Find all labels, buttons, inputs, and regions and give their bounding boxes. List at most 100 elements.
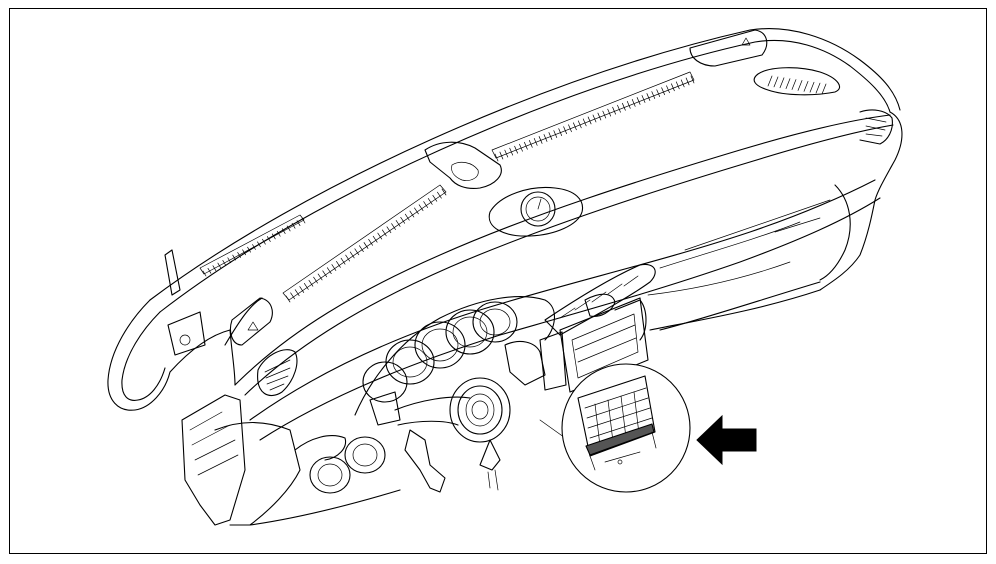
vent-slat: [656, 89, 661, 98]
vent-slat: [281, 228, 286, 234]
vent-slat: [636, 97, 641, 105]
callout-detail-circle: [539, 363, 691, 493]
center-speaker: [424, 141, 502, 189]
vent-slat: [671, 83, 675, 92]
vent-slat: [641, 95, 646, 103]
vent-slat: [797, 80, 803, 91]
steering-column: [369, 340, 546, 493]
vent-slat: [622, 102, 626, 111]
vent-slat: [212, 265, 217, 272]
vent-slat: [791, 79, 797, 90]
vent-slat: [359, 245, 364, 252]
vent-slat: [809, 81, 815, 93]
left-mounting-bracket: [164, 249, 401, 526]
vent-slat: [690, 75, 695, 84]
vent-slat: [437, 191, 442, 199]
vent-slat: [666, 85, 670, 94]
vent-slat: [524, 141, 528, 150]
vent-slat: [294, 289, 300, 297]
vent-slat: [646, 93, 651, 101]
right-speaker: [689, 29, 768, 67]
dashboard-top-surface: [107, 28, 903, 441]
ignition-switch: [294, 435, 386, 494]
vent-slat: [322, 270, 328, 278]
vent-slat: [257, 241, 261, 248]
vent-slat: [675, 81, 680, 90]
vent-slat: [582, 118, 587, 127]
vent-slat: [563, 126, 567, 135]
vent-slat: [404, 213, 410, 221]
left-air-vent: [257, 349, 298, 397]
vent-slat: [499, 151, 504, 160]
vent-slat: [815, 82, 821, 94]
vent-slat: [543, 134, 548, 142]
vent-slat: [336, 261, 341, 268]
vent-slat: [773, 76, 779, 88]
vent-slat: [418, 204, 424, 212]
vent-slat: [271, 233, 276, 240]
vent-slat: [528, 140, 533, 148]
vent-slat: [313, 276, 318, 284]
vent-slat: [587, 116, 592, 125]
vent-slat: [509, 147, 514, 156]
vent-slat: [548, 132, 553, 140]
instrument-cluster: [354, 296, 555, 416]
vent-slat: [340, 257, 346, 265]
vent-slat: [803, 80, 809, 92]
right-air-vent: [753, 67, 893, 145]
vent-slat: [577, 120, 582, 129]
dashboard-clock: [488, 186, 584, 237]
vent-slat: [538, 136, 543, 144]
defrost-vents: [199, 71, 695, 303]
vent-slat: [661, 87, 665, 96]
vent-slat: [391, 223, 396, 230]
vent-slat: [252, 244, 256, 250]
vent-slat: [767, 75, 773, 87]
vent-slat: [494, 153, 499, 162]
vent-slat: [612, 106, 616, 115]
vent-slat: [202, 270, 207, 277]
vent-slat: [395, 220, 401, 227]
vent-slat: [232, 254, 237, 261]
vent-slat: [290, 292, 295, 300]
vent-slat: [427, 198, 433, 205]
vent-slat: [317, 273, 323, 281]
vent-slat: [573, 122, 577, 131]
vent-slat: [242, 249, 246, 256]
vent-slat: [377, 232, 383, 240]
vent-slat: [400, 216, 406, 224]
vent-slat: [432, 194, 438, 202]
vent-slat: [617, 104, 621, 113]
vent-slat: [631, 99, 636, 107]
vent-slat: [533, 138, 538, 146]
vent-slat: [785, 78, 791, 90]
vent-slat: [779, 77, 785, 89]
vent-slat: [237, 252, 241, 258]
vent-slat: [409, 210, 415, 218]
vent-slat: [267, 236, 271, 242]
vent-slat: [558, 128, 563, 136]
vent-slat: [301, 217, 306, 224]
arrow-left-icon: [696, 414, 757, 466]
vent-slat: [597, 112, 602, 121]
vent-slat: [626, 100, 631, 109]
vent-slat: [602, 110, 607, 119]
vent-slat: [372, 235, 378, 243]
vent-slat: [368, 239, 373, 246]
vent-slat: [821, 83, 827, 95]
vent-slat: [592, 114, 597, 123]
vent-slat: [276, 230, 281, 237]
vent-slat: [354, 248, 360, 256]
vent-slat: [304, 283, 309, 290]
center-air-vents: [544, 263, 656, 336]
vent-slat: [331, 264, 337, 271]
vent-slat: [308, 279, 314, 287]
vent-slat: [247, 246, 251, 253]
vent-slat: [291, 222, 296, 229]
vent-slat: [680, 79, 685, 88]
vent-slat: [222, 260, 227, 266]
left-speaker: [229, 297, 273, 346]
vent-slat: [386, 226, 392, 234]
vent-slat: [217, 262, 222, 269]
vent-slat: [423, 201, 428, 208]
